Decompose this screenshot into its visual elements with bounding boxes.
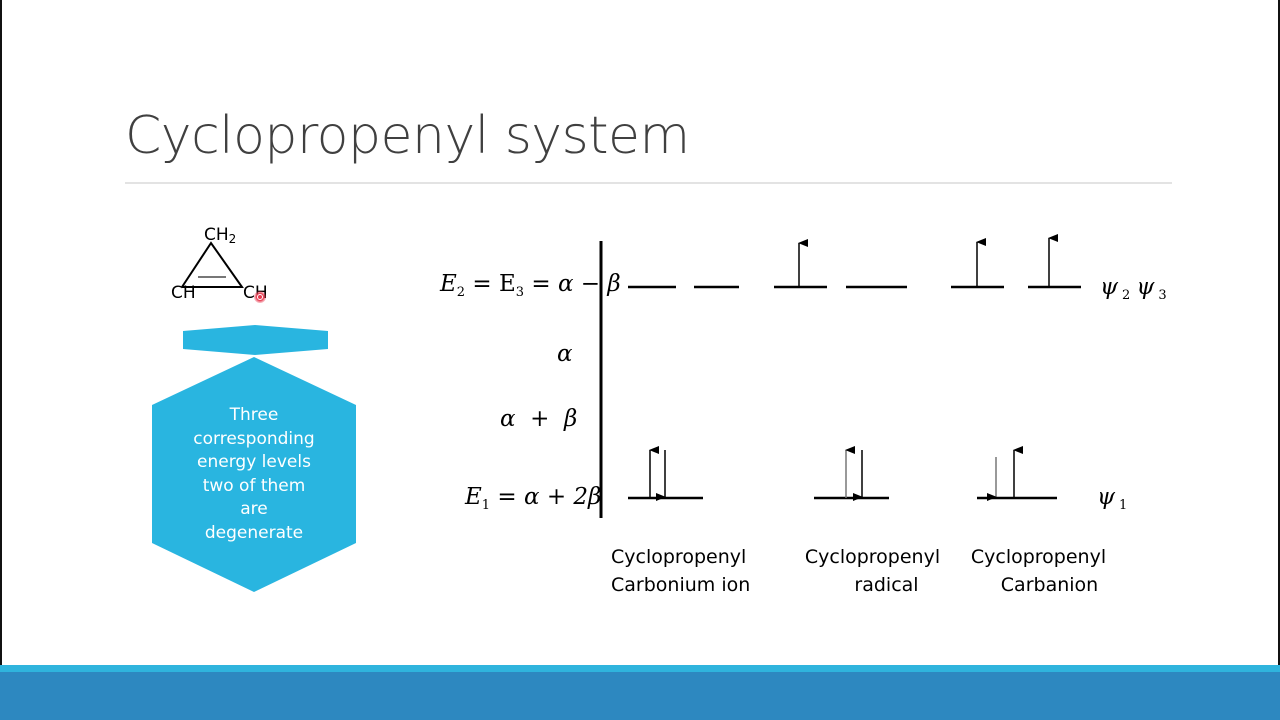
callout-text: Three corresponding energy levels two of… (193, 405, 315, 543)
slide-border-left (0, 0, 2, 720)
chevron-band (183, 325, 328, 355)
label-e2-e3: E2 = E3 = α − β (440, 271, 621, 300)
label-alpha-plus-beta: α + β (500, 406, 578, 432)
footer-bar (0, 672, 1280, 720)
slide-border-right (1278, 0, 1280, 720)
ch-left-label: CH (171, 283, 196, 303)
label-e1: E1 = α + 2β (465, 484, 602, 513)
title-divider (125, 182, 1172, 184)
hexagon-callout (152, 357, 356, 592)
slide-title: Cyclopropenyl system (125, 106, 690, 166)
species-carbanion-label: Cyclopropenyl Carbanion (970, 546, 1107, 596)
electron-arrows (649, 234, 1058, 501)
species-radical-label: Cyclopropenyl radical (804, 546, 941, 596)
ch2-label: CH2 (204, 225, 237, 246)
footer-accent-strip (0, 665, 1280, 672)
label-alpha: α (557, 341, 573, 367)
pointer-cursor-icon (254, 291, 266, 303)
cyclopropene-structure (181, 241, 244, 288)
species-carbonium-label: Cyclopropenyl Carbonium ion (611, 546, 751, 596)
